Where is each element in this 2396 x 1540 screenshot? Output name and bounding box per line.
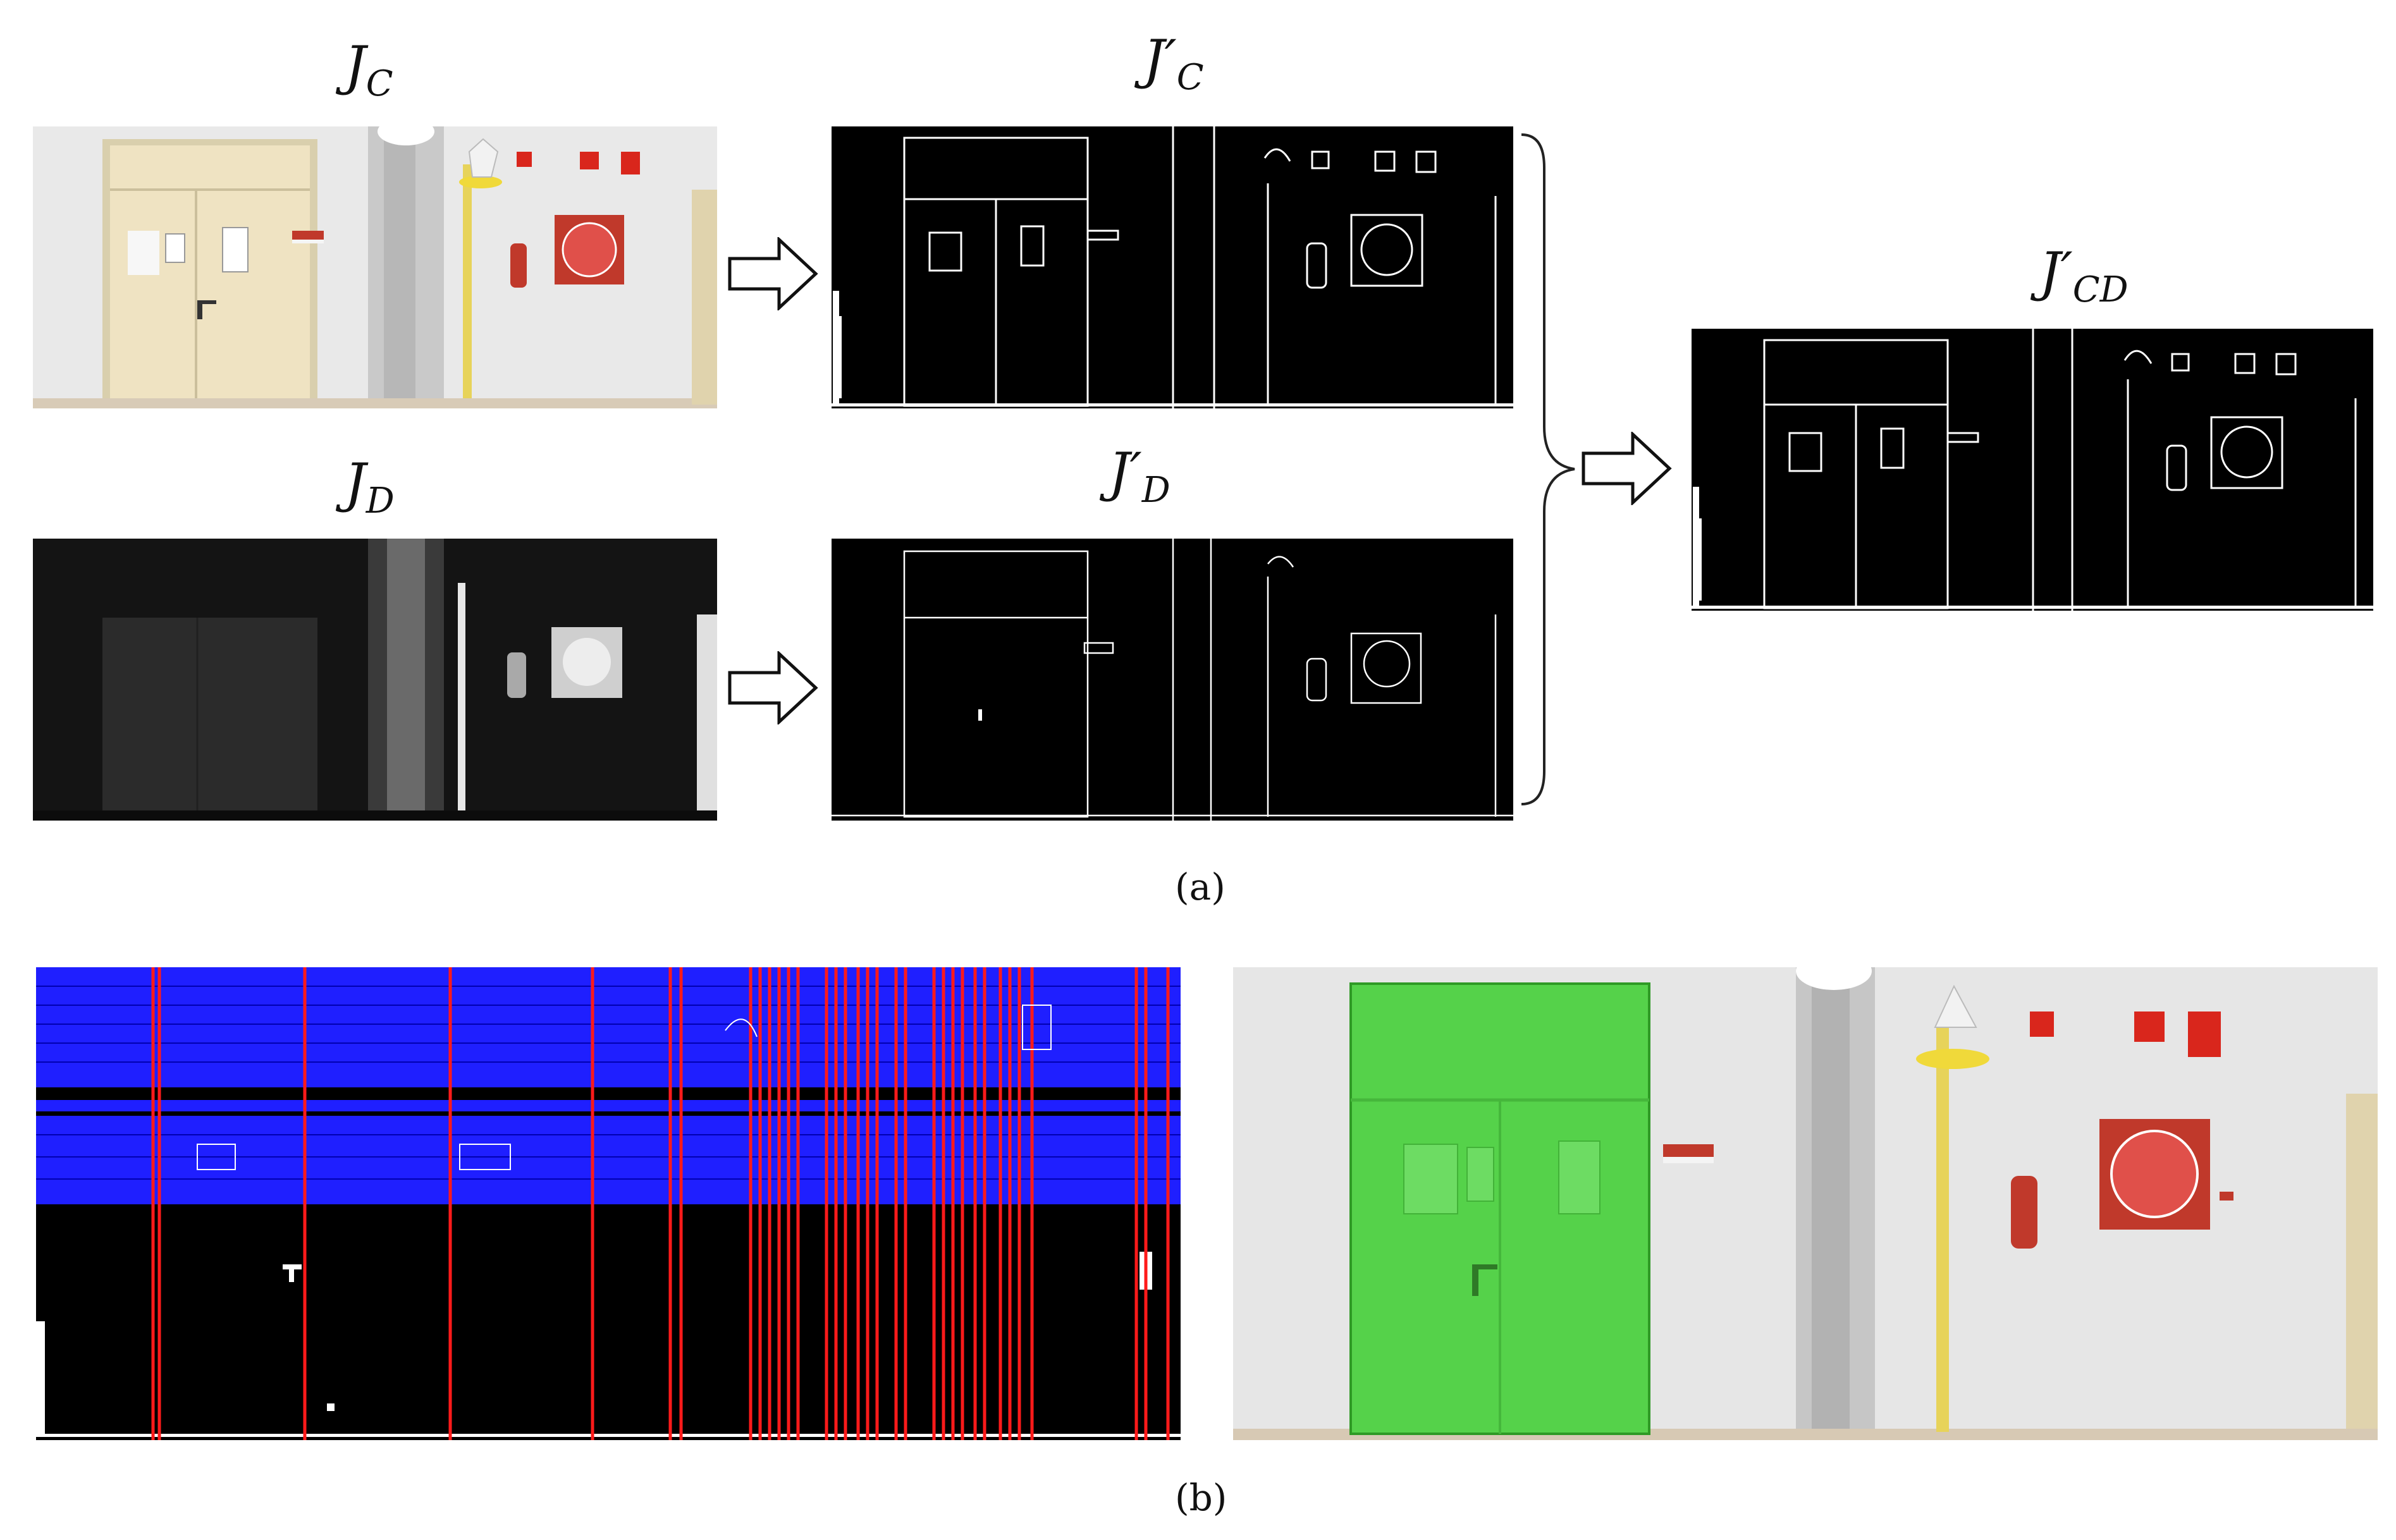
arrow-right-icon [1581,432,1673,505]
brace-icon [1518,130,1581,809]
horizontal-lines-band [36,967,1181,1204]
caption-b: (b) [1175,1476,1227,1519]
color-edge-panel [832,126,1513,408]
arrow-right-icon [727,651,819,724]
label-jd: JD [345,452,395,522]
label-jc: JC [345,35,393,104]
line-detection-panel [36,967,1181,1440]
depth-edge-panel [832,539,1513,821]
label-jpc: J′C [1143,28,1204,98]
vertical-lines-group [151,967,1170,1440]
depth-image-panel [33,539,717,821]
label-jpd: J′D [1109,441,1170,511]
combined-edge-panel [1692,329,2373,611]
door-detection-panel [1233,967,2378,1440]
arrow-right-icon [727,237,819,310]
caption-a: (a) [1175,865,1226,908]
color-image-panel [33,126,717,408]
label-jpcd: J′CD [2039,241,2129,310]
